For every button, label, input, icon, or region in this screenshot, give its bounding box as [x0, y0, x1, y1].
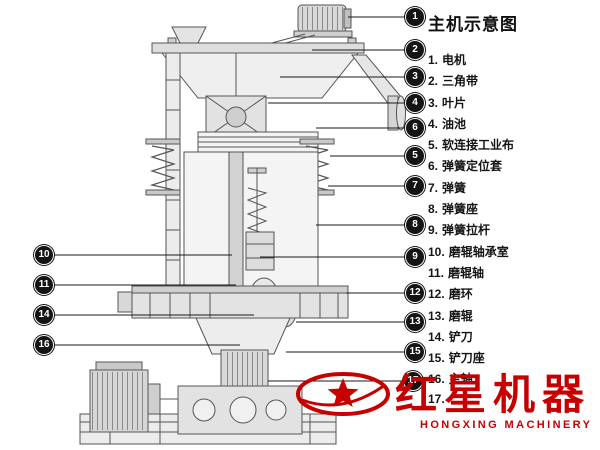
roller-bearing-chamber — [245, 231, 275, 271]
left-frame — [165, 52, 181, 306]
legend-item: 6.弹簧定位套 — [428, 159, 503, 174]
grinding-ring-band — [117, 285, 349, 319]
legend-title: 主机示意图 — [428, 15, 518, 34]
legend-item: 3.叶片 — [428, 95, 467, 110]
callout-9: 9 — [406, 248, 424, 266]
legend-item: 2.三角带 — [428, 74, 479, 89]
callout-12: 12 — [406, 284, 424, 302]
outlet-duct — [351, 54, 406, 131]
legend-item: 8.弹簧座 — [428, 202, 479, 217]
callout-4: 4 — [406, 94, 424, 112]
callout-1: 1 — [406, 8, 424, 26]
callout-17: 17 — [404, 372, 422, 390]
pedestal — [195, 317, 291, 389]
legend-item: 15.铲刀座 — [428, 351, 485, 366]
callout-13: 13 — [406, 313, 424, 331]
brand-name-english: HONGXING MACHINERY — [420, 419, 593, 431]
top-motor — [293, 4, 353, 38]
legend-item: 1.电机 — [428, 53, 467, 67]
analyzer-assembly — [205, 95, 267, 139]
callout-8: 8 — [406, 216, 424, 234]
callout-2: 2 — [406, 41, 424, 59]
classifier-cone — [160, 52, 360, 99]
main-motor — [89, 361, 180, 433]
callout-6: 6 — [406, 119, 424, 137]
callout-3: 3 — [406, 68, 424, 86]
legend-item: 17. — [428, 391, 445, 406]
gearbox — [177, 385, 303, 435]
parts-legend: 主机示意图 1.电机 2.三角带 3.叶片 4.油池 5.软连接工业布 6.弹簧… — [428, 10, 600, 413]
legend-item: 13.磨辊 — [428, 308, 473, 323]
legend-item: 7.弹簧 — [428, 180, 467, 195]
callout-16: 16 — [35, 336, 53, 354]
legend-item: 9.弹簧拉杆 — [428, 223, 491, 238]
legend-item: 16.主轴 — [428, 372, 473, 387]
legend-item: 4.油池 — [428, 116, 467, 131]
legend-item: 11.磨辊轴 — [428, 265, 485, 280]
legend-item: 14.铲刀 — [428, 329, 473, 344]
machine-drawing — [53, 4, 406, 445]
legend-item: 12.磨环 — [428, 287, 473, 302]
callout-5: 5 — [406, 147, 424, 165]
legend-item: 10.磨辊轴承室 — [428, 244, 509, 259]
callout-11: 11 — [35, 276, 53, 294]
legend-item: 5.软连接工业布 — [428, 138, 515, 153]
callout-15: 15 — [406, 343, 424, 361]
callout-7: 7 — [406, 177, 424, 195]
callout-14: 14 — [35, 306, 53, 324]
callout-10: 10 — [35, 246, 53, 264]
left-spring — [145, 138, 181, 196]
